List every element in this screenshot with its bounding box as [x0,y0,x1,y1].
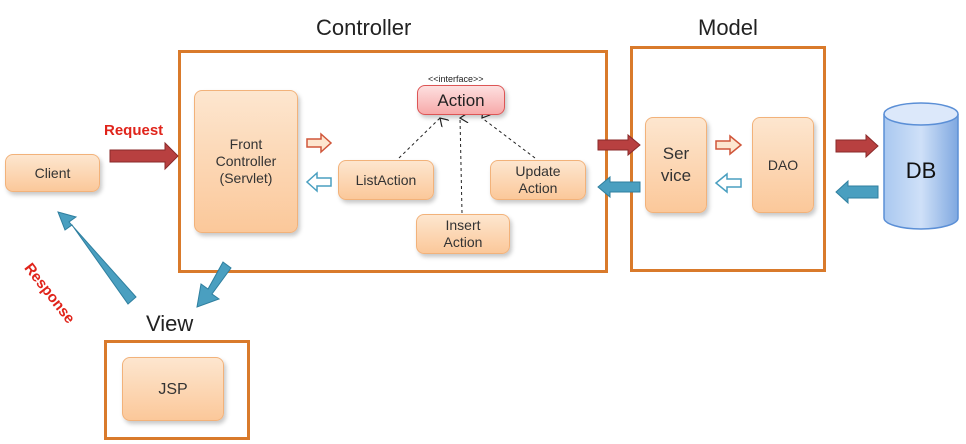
fc-to-action-arrow [306,132,333,154]
view-title: View [146,311,194,336]
db-to-dao-arrow [835,179,879,205]
request-arrow [109,141,179,171]
view-frame [104,340,250,440]
action-to-fc-arrow [305,171,332,193]
list-realizes-action [398,118,440,159]
front-controller-node: Front Controller (Servlet) [194,90,298,233]
controller-frame [178,50,608,273]
request-label: Request [104,122,164,139]
insert-action-node: Insert Action [416,214,510,254]
db-cylinder-icon [883,102,959,230]
action-interface-node: Action [417,85,505,115]
insert-realizes-action [460,118,462,214]
controller-to-service-arrow [597,133,641,157]
controller-title: Controller [316,15,412,40]
client-node: Client [5,154,100,192]
service-to-controller-arrow [597,175,641,199]
service-node: Ser vice [645,117,707,213]
update-action-node: Update Action [490,160,586,200]
action-stereotype: <<interface>> [428,74,484,84]
service-to-dao-arrow [715,134,743,156]
dao-to-db-arrow [835,133,879,159]
model-frame [630,46,826,272]
controller-to-view-arrow [196,261,232,308]
jsp-node: JSP [122,357,224,421]
response-arrow [57,211,137,305]
dao-node: DAO [752,117,814,213]
db-label: DB [905,158,937,183]
model-title: Model [698,15,758,40]
update-realizes-action [482,118,536,159]
dao-to-service-arrow [714,172,742,194]
list-action-node: ListAction [338,160,434,200]
